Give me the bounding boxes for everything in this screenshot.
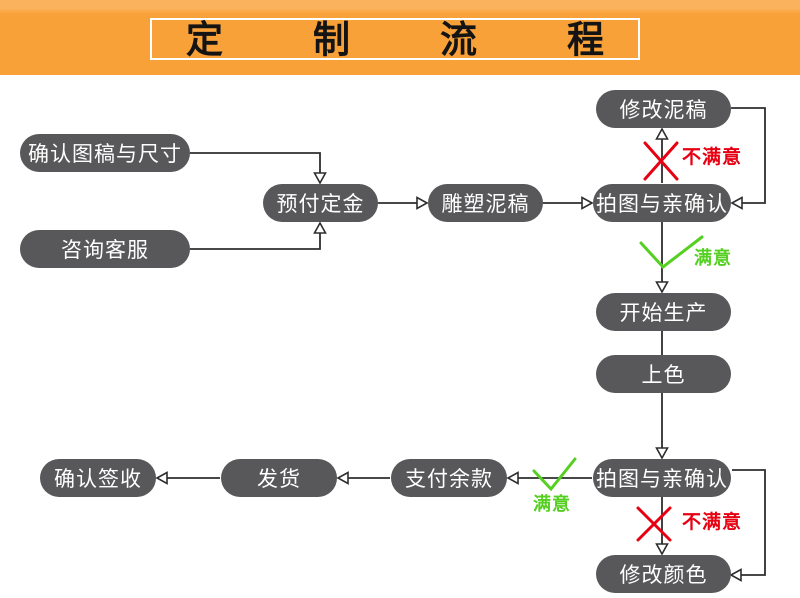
header-banner: 定 制 流 程: [0, 0, 800, 75]
title-char: 制: [313, 16, 350, 61]
connector-photo2-loop-to-modify-color: [731, 469, 766, 576]
arrowhead: [313, 221, 327, 234]
cross-not-satisfied-bottom-icon: [636, 506, 672, 542]
title-char: 程: [567, 16, 604, 61]
arrowhead: [729, 568, 742, 582]
arrowhead: [506, 471, 519, 485]
title-char: 定: [186, 16, 223, 61]
connector-confirm-artwork-to-deposit: [190, 152, 321, 183]
arrowhead: [155, 471, 168, 485]
title-char: 流: [440, 16, 477, 61]
cross-not-satisfied-top-icon: [643, 141, 679, 181]
arrowhead: [336, 471, 349, 485]
arrowhead: [730, 196, 743, 210]
arrowhead: [655, 127, 669, 140]
arrowhead: [416, 196, 429, 210]
arrowhead: [313, 172, 327, 185]
arrowhead: [655, 281, 669, 294]
check-satisfied-top-icon: [639, 235, 704, 270]
arrowhead: [581, 196, 594, 210]
check-satisfied-bottom-icon: [532, 457, 577, 492]
arrowhead: [655, 447, 669, 460]
connector-modify-draft-loop-to-photo1: [731, 107, 766, 204]
arrowhead: [655, 543, 669, 556]
page-title: 定 制 流 程: [150, 18, 640, 60]
connector-consult-service-to-deposit: [190, 223, 321, 250]
